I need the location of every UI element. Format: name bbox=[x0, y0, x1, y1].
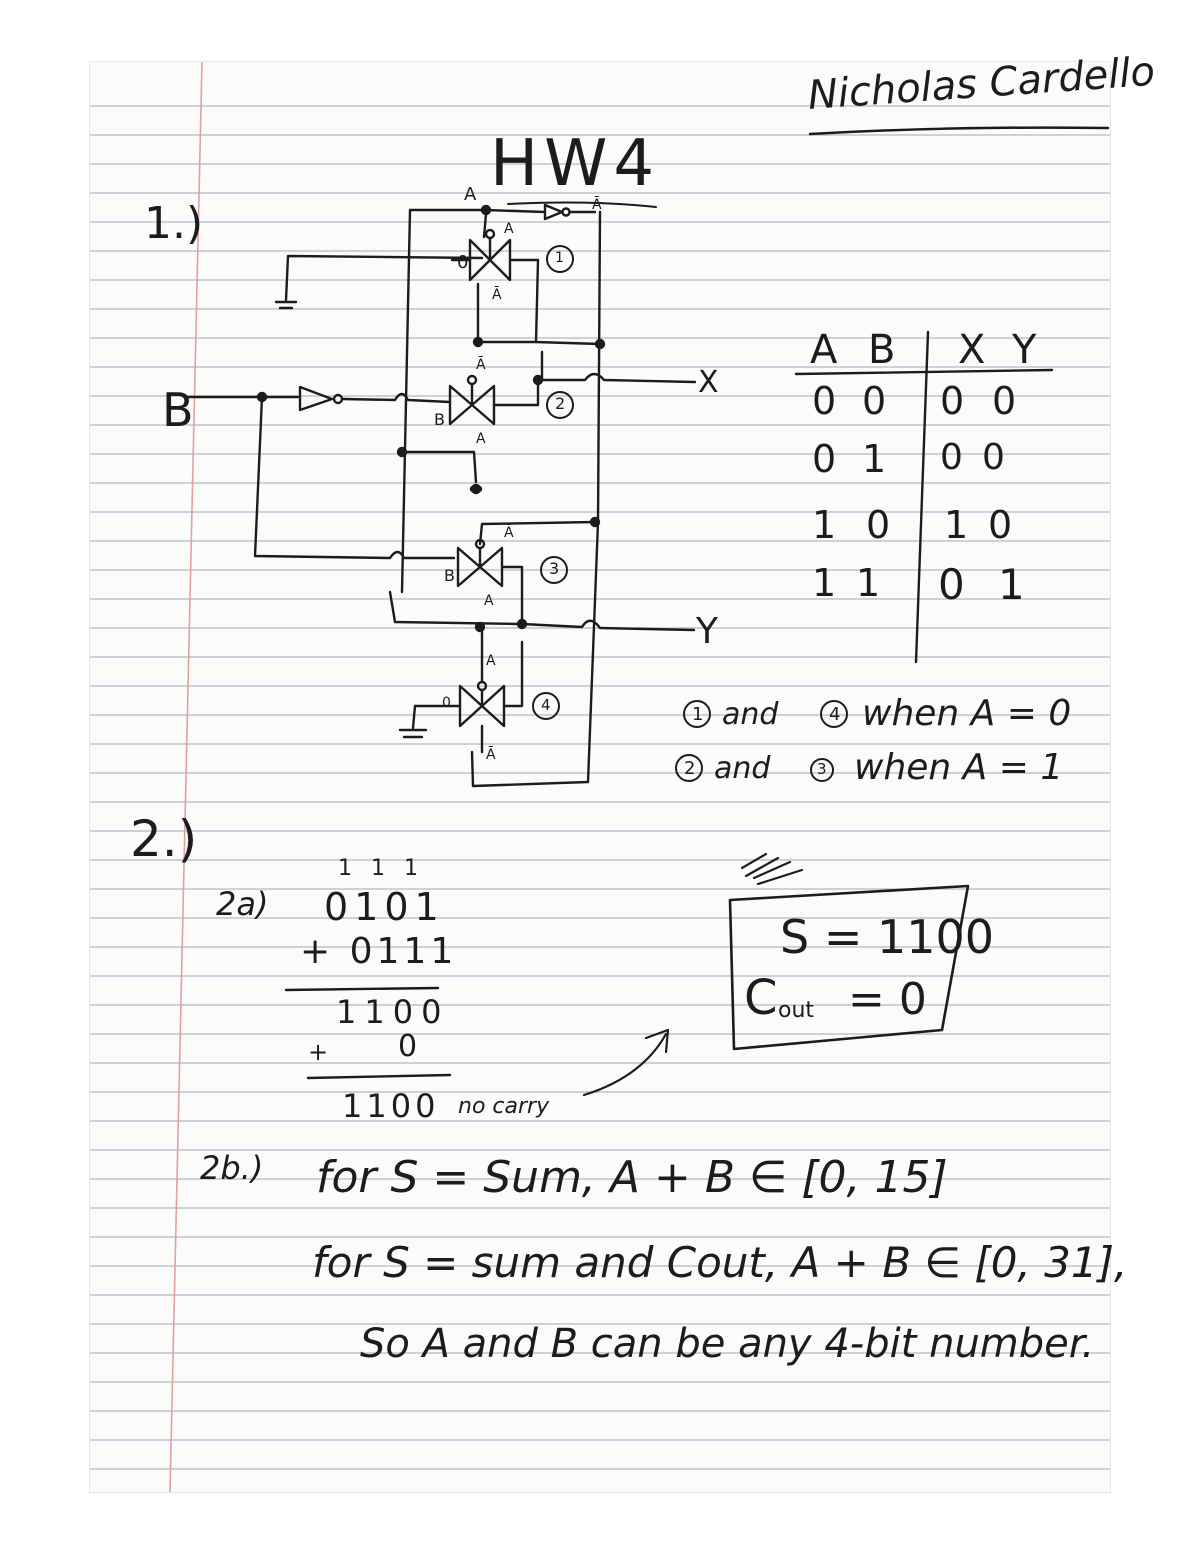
tt-r4-b: 1 bbox=[856, 561, 881, 605]
note2-gate-a: 2 bbox=[684, 758, 696, 779]
tt-header-x: X bbox=[958, 327, 986, 373]
carry-in: 0 bbox=[398, 1029, 418, 1064]
label-zero-g1: 0 bbox=[457, 252, 469, 273]
label-a-bar-g1: Ā bbox=[492, 287, 502, 303]
truth-table-header-rule bbox=[794, 368, 1054, 376]
sum-rule-1 bbox=[284, 986, 440, 992]
margin-line bbox=[169, 62, 203, 1492]
tt-r4-x: 0 bbox=[938, 560, 965, 609]
addend-1: 0101 bbox=[324, 885, 445, 929]
tt-r2-b: 1 bbox=[862, 437, 887, 481]
tt-r2-a: 0 bbox=[812, 437, 837, 481]
label-a-bar-g2: Ā bbox=[476, 357, 486, 373]
label-b-g3: B bbox=[444, 566, 455, 585]
input-b-label: B bbox=[162, 383, 194, 437]
inverter-b bbox=[298, 385, 334, 412]
tt-r1-a: 0 bbox=[812, 379, 837, 423]
gate-number-3: 3 bbox=[549, 559, 560, 578]
tt-header-y: Y bbox=[1012, 327, 1037, 373]
sum-rule-2 bbox=[306, 1073, 452, 1080]
label-a-g4: A bbox=[486, 653, 496, 669]
partial-sum: 1100 bbox=[336, 993, 450, 1031]
problem-1-label: 1.) bbox=[144, 198, 204, 249]
ground-top bbox=[274, 254, 484, 310]
note1-end: when A = 0 bbox=[862, 693, 1072, 734]
label-b-g2: B bbox=[434, 410, 445, 429]
notebook-page: Nicholas Cardello HW4 1.) B X Y A Ā 0 A … bbox=[90, 49, 1156, 1492]
note2-end: when A = 1 bbox=[854, 747, 1064, 788]
wire-y bbox=[520, 619, 696, 632]
wire-a-to-inverter bbox=[484, 208, 547, 214]
answer-box bbox=[728, 884, 970, 1051]
result-arrow bbox=[582, 1028, 670, 1097]
label-a-g1: A bbox=[504, 221, 514, 237]
gate-4-marker bbox=[532, 692, 560, 720]
part-b-line-1: for S = Sum, A + B ∈ [0, 15] bbox=[316, 1152, 948, 1203]
title-underline bbox=[507, 201, 657, 208]
transmission-gate-3 bbox=[456, 520, 597, 626]
label-a-bar-g3: Ā bbox=[504, 525, 514, 541]
boxed-cout-c: C bbox=[744, 970, 778, 1026]
note1-gate-a: 1 bbox=[692, 704, 704, 725]
tt-r1-x: 0 bbox=[940, 379, 965, 423]
author-underline bbox=[808, 126, 1110, 136]
tt-r3-a: 1 bbox=[812, 503, 837, 547]
note1-mid: and bbox=[722, 697, 779, 732]
label-a-top: A bbox=[464, 184, 477, 205]
scribble bbox=[740, 852, 804, 886]
tt-r1-y: 0 bbox=[992, 379, 1017, 423]
label-a-g3: A bbox=[484, 593, 494, 609]
output-x-label: X bbox=[698, 365, 719, 400]
boxed-cout-sub: out bbox=[778, 998, 815, 1023]
no-carry-note: no carry bbox=[458, 1094, 550, 1119]
gate-2-marker bbox=[546, 391, 574, 419]
note2-mid: and bbox=[714, 751, 771, 786]
circuit-diagram bbox=[184, 203, 697, 788]
label-a-bar-top: Ā bbox=[592, 197, 602, 213]
tt-r3-y: 0 bbox=[988, 503, 1013, 547]
tt-header-a: A bbox=[810, 327, 838, 373]
addend-2: + 0111 bbox=[300, 931, 458, 972]
tt-r2-x: 0 bbox=[940, 437, 963, 478]
label-a-g2: A bbox=[476, 431, 486, 447]
gate-number-1: 1 bbox=[555, 250, 564, 266]
page-title: HW4 bbox=[490, 127, 661, 201]
truth-table-divider bbox=[914, 330, 930, 664]
transmission-gate-1 bbox=[450, 228, 540, 344]
label-zero-g4: 0 bbox=[442, 695, 451, 711]
transmission-gate-2 bbox=[448, 350, 544, 426]
part-a-label: 2a) bbox=[216, 885, 269, 923]
gate-number-2: 2 bbox=[555, 394, 566, 413]
left-rail bbox=[400, 208, 488, 594]
tt-r4-a: 1 bbox=[812, 561, 837, 605]
boxed-s: S = 1100 bbox=[780, 910, 995, 964]
gate-1-marker bbox=[546, 245, 574, 273]
part-b-line-3: So A and B can be any 4-bit number. bbox=[360, 1321, 1095, 1367]
right-rail bbox=[470, 210, 602, 788]
note1-gate-b: 4 bbox=[829, 704, 841, 725]
tt-r3-x: 1 bbox=[944, 503, 969, 547]
gate-number-4: 4 bbox=[541, 696, 551, 714]
output-y-label: Y bbox=[696, 611, 718, 652]
gate-3-marker bbox=[540, 556, 568, 584]
wire-x bbox=[536, 372, 697, 384]
tt-r2-y: 0 bbox=[982, 437, 1005, 478]
label-a-bar-g4: Ā bbox=[486, 747, 496, 763]
tt-r1-b: 0 bbox=[862, 379, 887, 423]
part-b-label: 2b.) bbox=[200, 1149, 264, 1187]
part-b-line-2: for S = sum and Cout, A + B ∈ [0, 31], bbox=[312, 1238, 1128, 1287]
problem-2-label: 2.) bbox=[130, 810, 198, 868]
handwriting-layer bbox=[184, 126, 1110, 1097]
boxed-cout-val: = 0 bbox=[848, 974, 927, 1025]
tt-header-b: B bbox=[868, 327, 896, 373]
tt-r4-y: 1 bbox=[998, 560, 1025, 609]
note2-gate-b: 3 bbox=[817, 760, 827, 778]
plus-sign: + bbox=[308, 1038, 329, 1066]
final-sum: 1100 bbox=[342, 1087, 440, 1125]
tt-r3-b: 0 bbox=[866, 503, 891, 547]
carries: 1 1 1 bbox=[338, 856, 424, 881]
transmission-gate-4 bbox=[398, 625, 524, 754]
inverter-a bbox=[543, 203, 564, 221]
